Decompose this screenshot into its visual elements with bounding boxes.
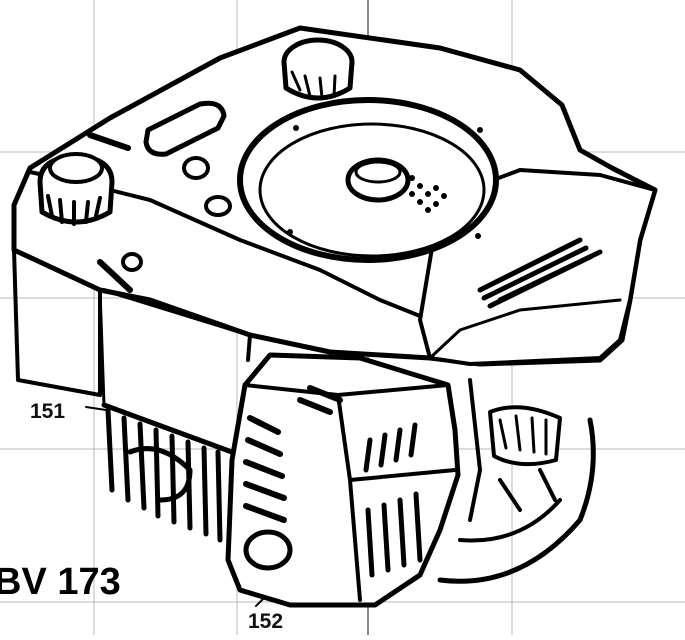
- control-lever: [87, 100, 232, 293]
- recoil-starter: [237, 97, 499, 263]
- crankcase-base: [437, 378, 596, 584]
- callout-152: 152: [248, 610, 283, 633]
- muffler-guard: [225, 352, 461, 608]
- cylinder-fins: [101, 402, 243, 543]
- leader-lines: [85, 406, 265, 607]
- top-cap: [281, 37, 355, 101]
- fuel-cap: [37, 152, 115, 226]
- callout-151: 151: [30, 400, 65, 423]
- vent-slots: [477, 237, 603, 309]
- model-label: BV 173: [0, 561, 121, 603]
